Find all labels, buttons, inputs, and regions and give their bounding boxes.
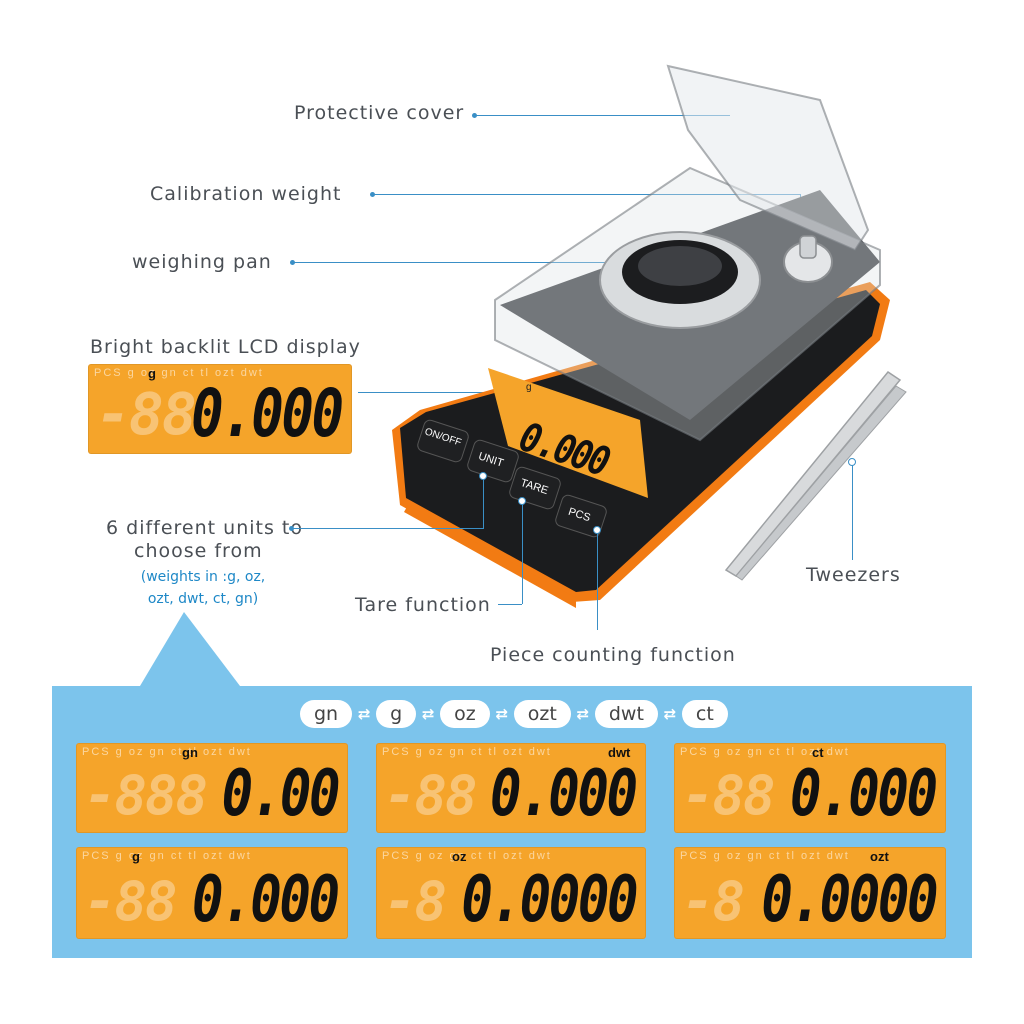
leader-dot	[290, 260, 295, 265]
lcd-value: 0.00	[221, 757, 340, 831]
leader-line	[597, 530, 598, 630]
lcd-value: 0.000	[490, 757, 638, 831]
leader-line	[293, 262, 671, 263]
leader-line	[498, 604, 522, 605]
lcd-ghost-digits: -88	[84, 870, 178, 933]
lcd-panel-ct: PCS g oz gn ct tl ozt dwt ct -88 0.000	[674, 743, 946, 833]
lcd-unit-strip: PCS g oz gn ct tl ozt dwt	[82, 850, 252, 862]
lcd-panel-oz: PCS g oz gn ct tl ozt dwt oz -8 0.0000	[376, 847, 646, 939]
lcd-unit-strip: PCS g oz gn ct tl ozt dwt	[94, 367, 264, 379]
leader-dot	[472, 113, 477, 118]
swap-icon: ⇄	[357, 705, 371, 723]
lcd-active-unit: g	[132, 849, 140, 864]
lcd-unit-strip: PCS g oz gn ct tl ozt dwt	[680, 850, 850, 862]
lcd-unit-strip: PCS g oz gn ct tl ozt dwt	[680, 746, 850, 758]
swap-icon: ⇄	[663, 705, 677, 723]
lcd-value: 0.000	[790, 757, 938, 831]
leader-line	[373, 194, 801, 195]
leader-end-dot	[593, 526, 601, 534]
lcd-unit-strip: PCS g oz gn ct tl ozt dwt	[382, 850, 552, 862]
lcd-value: 0.000	[192, 863, 340, 937]
lcd-value: 0.0000	[761, 863, 938, 937]
unit-chip-ozt: ozt	[513, 700, 571, 728]
leader-line	[852, 464, 853, 560]
lcd-active-unit: oz	[452, 849, 467, 864]
lcd-unit-strip: PCS g oz gn ct tl ozt dwt	[82, 746, 252, 758]
swap-icon: ⇄	[576, 705, 590, 723]
lcd-panel-dwt: PCS g oz gn ct tl ozt dwt dwt -88 0.000	[376, 743, 646, 833]
label-units-sub1: (weights in :g, oz,	[140, 569, 266, 585]
leader-line	[475, 115, 730, 116]
leader-end-dot	[848, 458, 856, 466]
lcd-ghost-digits: -888	[84, 764, 208, 827]
unit-chip-row: gn ⇄ g ⇄ oz ⇄ ozt ⇄ dwt ⇄ ct	[300, 700, 728, 728]
leader-line	[483, 478, 484, 528]
lcd-value: 0.0000	[461, 863, 638, 937]
lcd-ghost-digits: -88	[96, 380, 197, 448]
device-lcd-unit: g	[526, 382, 532, 393]
leader-line	[522, 502, 523, 604]
unit-chip-g: g	[376, 700, 417, 728]
lcd-unit-strip: PCS g oz gn ct tl ozt dwt	[382, 746, 552, 758]
label-piece-counting: Piece counting function	[490, 644, 736, 666]
label-calibration-weight: Calibration weight	[150, 183, 342, 205]
label-tare: Tare function	[355, 594, 491, 616]
lcd-active-unit: ozt	[870, 849, 889, 864]
swap-icon: ⇄	[495, 705, 509, 723]
leader-dot	[289, 526, 294, 531]
hero-lcd-display: PCS g oz gn ct tl ozt dwt g -88 0.000	[88, 364, 352, 454]
unit-chip-gn: gn	[300, 700, 353, 728]
label-protective-cover: Protective cover	[294, 102, 465, 124]
lcd-ghost-digits: -88	[682, 764, 776, 827]
leader-end-dot	[479, 472, 487, 480]
lcd-active-unit: dwt	[608, 745, 631, 760]
label-units-line1: 6 different units to	[106, 517, 303, 539]
lcd-active-unit: g	[148, 366, 156, 381]
label-units-sub2: ozt, dwt, ct, gn)	[147, 591, 259, 607]
lcd-panel-gn: PCS g oz gn ct tl ozt dwt gn -888 0.00	[76, 743, 348, 833]
label-lcd-display: Bright backlit LCD display	[90, 336, 361, 358]
leader-line	[358, 392, 518, 393]
lcd-active-unit: gn	[182, 745, 198, 760]
lcd-ghost-digits: -8	[384, 870, 447, 933]
unit-chip-oz: oz	[440, 700, 490, 728]
lcd-ghost-digits: -8	[682, 870, 745, 933]
leader-line	[292, 528, 484, 529]
leader-dot	[370, 192, 375, 197]
lcd-active-unit: ct	[812, 745, 824, 760]
lcd-ghost-digits: -88	[384, 764, 478, 827]
unit-chip-dwt: dwt	[594, 700, 658, 728]
unit-chip-ct: ct	[681, 700, 728, 728]
lcd-panel-g: PCS g oz gn ct tl ozt dwt g -88 0.000	[76, 847, 348, 939]
leader-end-dot	[518, 497, 526, 505]
label-units-line2: choose from	[134, 540, 263, 562]
label-weighing-pan: weighing pan	[132, 251, 272, 273]
lcd-value: 0.000	[191, 375, 344, 452]
label-tweezers: Tweezers	[806, 564, 901, 586]
lcd-panel-ozt: PCS g oz gn ct tl ozt dwt ozt -8 0.0000	[674, 847, 946, 939]
swap-icon: ⇄	[421, 705, 435, 723]
